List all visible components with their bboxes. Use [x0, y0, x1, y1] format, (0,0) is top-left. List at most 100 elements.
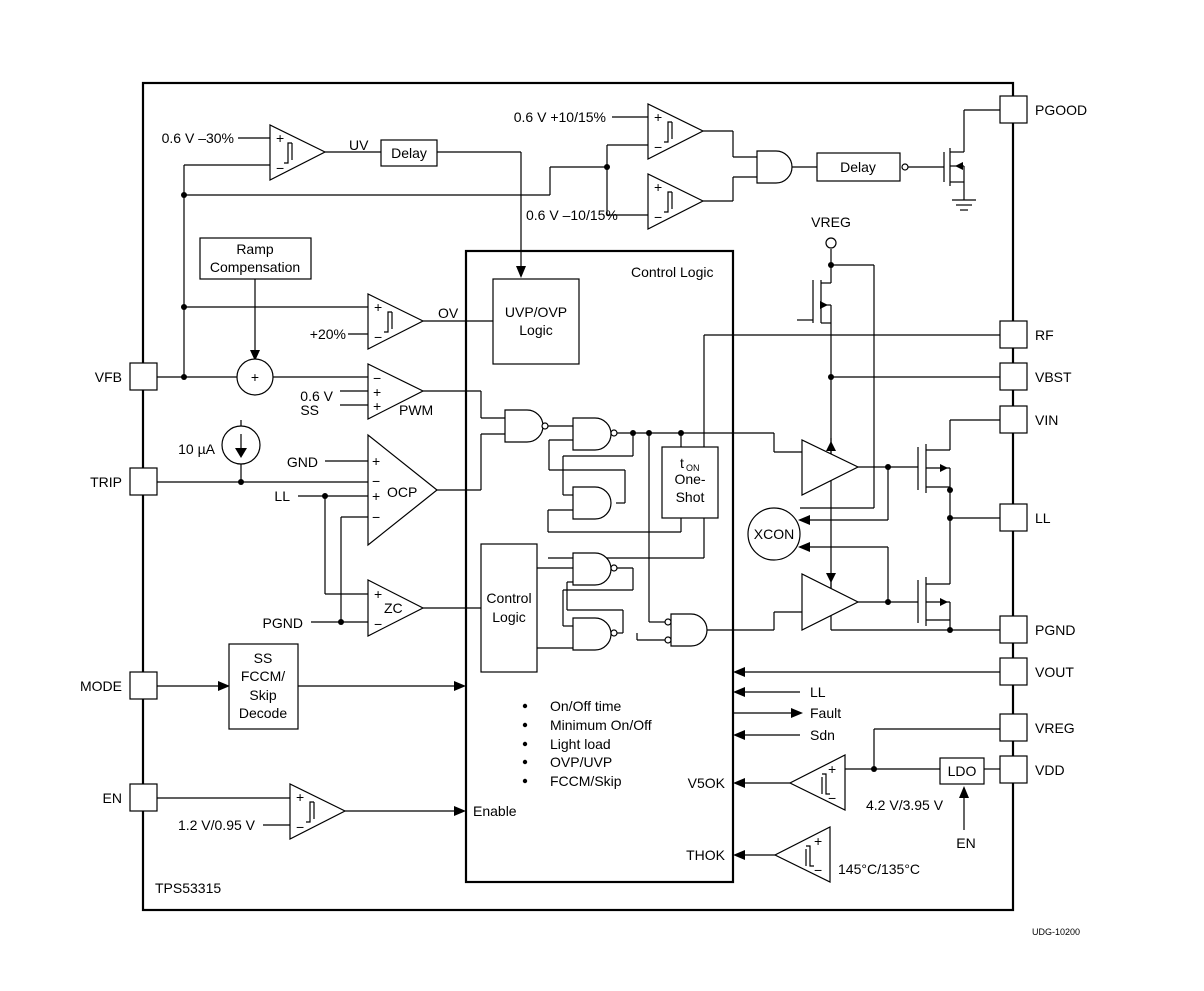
pin-vdd [999, 755, 1028, 784]
part-number-label: TPS53315 [155, 880, 221, 896]
summer-plus: + [251, 369, 259, 385]
en-bottom-label: EN [956, 835, 975, 851]
pin-vreg [999, 713, 1028, 742]
ldo-box [939, 757, 985, 785]
ocp-label: OCP [387, 484, 417, 500]
pgood-delay-label: Delay [840, 159, 876, 175]
pgood-high-comparator: +− [647, 103, 705, 160]
decode-label-4: Decode [239, 705, 287, 721]
pwm-label: PWM [399, 402, 433, 418]
control-logic-title: Control Logic [631, 264, 714, 280]
xcon-circle [747, 507, 801, 561]
fault-label: Fault [810, 705, 841, 721]
ov-comparator: +− [367, 293, 425, 350]
feature-item: On/Off time [550, 698, 622, 714]
v5ok-label: V5OK [688, 775, 726, 791]
current-source-icon [221, 425, 261, 465]
pg-high-label: 0.6 V +10/15% [514, 109, 606, 125]
uv-comparator: +− [269, 124, 327, 181]
vreg-top-label: VREG [811, 214, 851, 230]
ldo-label: LDO [948, 763, 977, 779]
pgnd-in-label: PGND [263, 615, 303, 631]
pin-vin [999, 405, 1028, 434]
inner-control-label-1: Control [486, 590, 531, 606]
decode-label-3: Skip [249, 687, 276, 703]
mode-decode-box [228, 643, 299, 730]
pin-en-label: EN [103, 790, 122, 806]
one-shot-label-1: One- [674, 471, 705, 487]
v5ok-threshold-label: 4.2 V/3.95 V [866, 797, 944, 813]
pin-vbst-label: VBST [1035, 369, 1072, 385]
plus20-label: +20% [310, 326, 346, 342]
ramp-compensation-box [199, 237, 312, 280]
svg-text:−: − [372, 473, 380, 489]
feature-item: OVP/UVP [550, 754, 612, 770]
pin-vin-label: VIN [1035, 412, 1058, 428]
ramp-label-2: Compensation [210, 259, 300, 275]
inner-control-label-2: Logic [492, 609, 525, 625]
pin-vout [999, 657, 1028, 686]
left-pins [129, 362, 158, 812]
feature-item: Minimum On/Off [550, 717, 652, 733]
ll-arrow-label: LL [810, 684, 826, 700]
svg-text:+: + [276, 130, 284, 146]
svg-text:−: − [372, 509, 380, 525]
control-feature-list: On/Off time Minimum On/Off Light load OV… [522, 698, 652, 789]
current-source-label: 10 µA [178, 441, 216, 457]
svg-text:−: − [374, 329, 382, 345]
uv-label: UV [349, 137, 369, 153]
uv-delay-box [380, 139, 438, 167]
pin-en [129, 783, 158, 812]
uvp-ovp-label-2: Logic [519, 322, 552, 338]
pwm-comparator: −++ [367, 363, 425, 420]
zc-comparator: +− [367, 579, 425, 637]
pin-vout-label: VOUT [1035, 664, 1074, 680]
pin-ll [999, 503, 1028, 532]
gate-driver-low [801, 573, 860, 631]
pin-mode [129, 671, 158, 700]
zc-label: ZC [384, 600, 403, 616]
v5ok-comparator: +− [788, 754, 846, 811]
feature-item: Light load [550, 736, 611, 752]
ton-sub: ON [686, 463, 700, 473]
en-threshold-label: 1.2 V/0.95 V [178, 817, 256, 833]
pin-rf-label: RF [1035, 327, 1054, 343]
pin-vfb [129, 362, 158, 391]
enable-label: Enable [473, 803, 517, 819]
svg-text:−: − [373, 370, 381, 386]
vref-label: 0.6 V [300, 388, 333, 404]
svg-text:+: + [373, 398, 381, 414]
ocp-comparator: +−+− [367, 433, 438, 547]
ov-label: OV [438, 305, 459, 321]
svg-text:+: + [374, 299, 382, 315]
summer-node [236, 358, 274, 396]
arrowheads [218, 162, 969, 860]
uvp-ovp-label-1: UVP/OVP [505, 304, 567, 320]
pin-vbst [999, 362, 1028, 391]
svg-text:+: + [654, 179, 662, 195]
thok-comparator: +− [773, 826, 831, 883]
svg-text:+: + [373, 384, 381, 400]
pin-vreg-label: VREG [1035, 720, 1075, 736]
pin-mode-label: MODE [80, 678, 122, 694]
pin-trip [129, 467, 158, 496]
uvp-ovp-logic-box [492, 278, 580, 365]
gate-driver-high [801, 439, 860, 496]
delay-inverter-bubble [901, 163, 909, 171]
right-pins [999, 95, 1028, 784]
pin-pgood [999, 95, 1028, 124]
ramp-label-1: Ramp [236, 241, 274, 257]
svg-text:+: + [372, 453, 380, 469]
pin-trip-label: TRIP [90, 474, 122, 490]
svg-text:−: − [374, 616, 382, 632]
svg-text:−: − [828, 790, 836, 806]
svg-text:+: + [374, 586, 382, 602]
pin-pgood-label: PGOOD [1035, 102, 1087, 118]
pin-pgnd [999, 615, 1028, 644]
pgood-delay-box [816, 152, 901, 182]
ll-in-label: LL [274, 488, 290, 504]
control-logic-boundary [464, 249, 735, 884]
thok-threshold-label: 145°C/135°C [838, 861, 920, 877]
ton-one-shot-box [661, 446, 719, 519]
